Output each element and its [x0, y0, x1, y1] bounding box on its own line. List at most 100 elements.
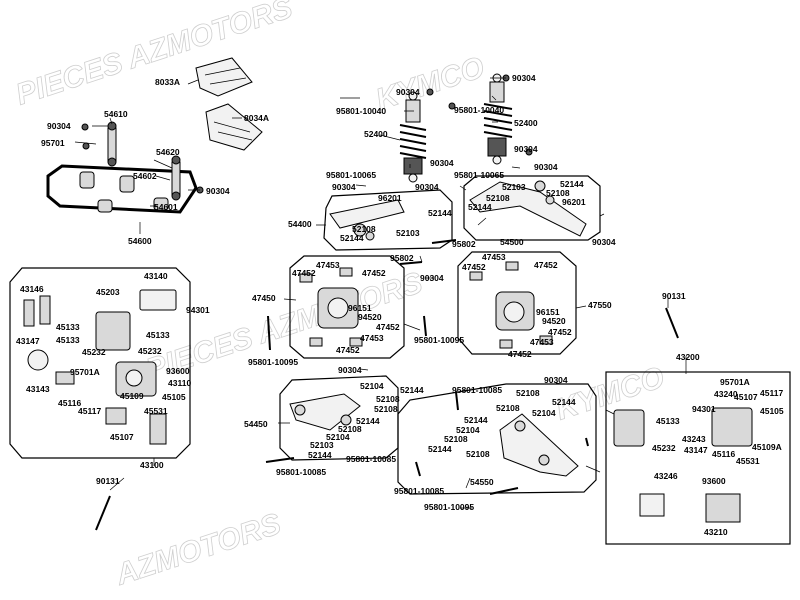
label-52108: 52108 — [516, 388, 540, 398]
label-43243: 43243 — [682, 434, 706, 444]
bolt-icon — [81, 123, 89, 131]
label-47452: 47452 — [508, 349, 532, 359]
shock-absorber-right — [483, 73, 513, 165]
label-94301: 94301 — [186, 305, 210, 315]
stabilizer-bar — [46, 164, 198, 214]
label-52104: 52104 — [456, 425, 480, 435]
label-52108: 52108 — [466, 449, 490, 459]
label-52108: 52108 — [376, 394, 400, 404]
lower-arm-box-right — [397, 383, 597, 495]
link-54610 — [107, 121, 117, 167]
label-52108: 52108 — [546, 188, 570, 198]
watermark: PIECES AZMOTORS — [12, 0, 296, 112]
label-54600: 54600 — [128, 236, 152, 246]
label-54450: 54450 — [244, 419, 268, 429]
bolt-icon — [426, 88, 434, 96]
label-54620: 54620 — [156, 147, 180, 157]
label-47453: 47453 — [530, 337, 554, 347]
label-43210: 43210 — [704, 527, 728, 537]
label-45232: 45232 — [652, 443, 676, 453]
label-90304: 90304 — [415, 182, 439, 192]
caliper-box-right — [605, 371, 791, 545]
label-90304: 90304 — [534, 162, 558, 172]
label-47453: 47453 — [316, 260, 340, 270]
label-52144: 52144 — [560, 179, 584, 189]
label-90131: 90131 — [662, 291, 686, 301]
label-47550: 47550 — [588, 300, 612, 310]
label-96151: 96151 — [348, 303, 372, 313]
label-45109: 45109 — [120, 391, 144, 401]
label-45203: 45203 — [96, 287, 120, 297]
label-95801-10085: 95801-10085 — [452, 385, 502, 395]
label-45531: 45531 — [736, 456, 760, 466]
bolt-rod — [399, 261, 423, 265]
label-8033a: 8033A — [155, 77, 180, 87]
label-90304: 90304 — [592, 237, 616, 247]
label-47450: 47450 — [252, 293, 276, 303]
bolt-rod — [265, 457, 295, 463]
lower-arm-left — [289, 393, 361, 431]
label-95801-10065: 95801-10065 — [454, 170, 504, 180]
label-52144: 52144 — [468, 202, 492, 212]
label-95801-10040: 95801-10040 — [454, 105, 504, 115]
knuckle-right — [469, 261, 553, 349]
label-45531: 45531 — [144, 406, 168, 416]
bolt-rod — [431, 239, 457, 244]
label-45117: 45117 — [760, 388, 783, 398]
label-52108: 52108 — [496, 403, 520, 413]
label-43240: 43240 — [714, 389, 738, 399]
label-95801-10095: 95801-10095 — [424, 502, 474, 512]
label-45133: 45133 — [56, 322, 80, 332]
label-52400: 52400 — [514, 118, 538, 128]
label-95701: 95701 — [41, 138, 65, 148]
label-95801-10085: 95801-10085 — [394, 486, 444, 496]
link-54620 — [171, 155, 181, 201]
bolt-rod — [415, 461, 421, 477]
label-54610: 54610 — [104, 109, 128, 119]
label-52108: 52108 — [338, 424, 362, 434]
label-47452: 47452 — [548, 327, 572, 337]
label-52104: 52104 — [360, 381, 384, 391]
label-93600: 93600 — [166, 366, 190, 376]
label-52104: 52104 — [532, 408, 556, 418]
label-52144: 52144 — [308, 450, 332, 460]
label-95801-10085: 95801-10085 — [276, 467, 326, 477]
bolt-icon — [448, 102, 456, 110]
label-43146: 43146 — [20, 284, 44, 294]
label-43147: 43147 — [16, 336, 40, 346]
label-45232: 45232 — [82, 347, 106, 357]
label-47452: 47452 — [534, 260, 558, 270]
watermark: AZMOTORS — [111, 507, 285, 592]
label-52144: 52144 — [428, 444, 452, 454]
label-43110: 43110 — [168, 378, 191, 388]
label-54550: 54550 — [470, 477, 494, 487]
label-90304: 90304 — [420, 273, 444, 283]
label-95801-10040: 95801-10040 — [336, 106, 386, 116]
label-45133: 45133 — [656, 416, 680, 426]
label-52144: 52144 — [552, 397, 576, 407]
label-96151: 96151 — [536, 307, 560, 317]
upper-arm-box-right — [463, 175, 601, 241]
label-95802: 95802 — [452, 239, 476, 249]
label-90304: 90304 — [338, 365, 362, 375]
label-52144: 52144 — [340, 233, 364, 243]
label-54400: 54400 — [288, 219, 312, 229]
bolt-icon — [82, 142, 90, 150]
label-52144: 52144 — [428, 208, 452, 218]
label-45133: 45133 — [146, 330, 170, 340]
label-95701a: 95701A — [720, 377, 750, 387]
label-47452: 47452 — [362, 268, 386, 278]
label-45117: 45117 — [78, 406, 101, 416]
label-94301: 94301 — [692, 404, 716, 414]
bleed-screw — [665, 307, 679, 339]
bolt-rod — [489, 487, 519, 495]
label-45107: 45107 — [734, 392, 758, 402]
label-90304: 90304 — [47, 121, 71, 131]
label-52400: 52400 — [364, 129, 388, 139]
label-90131: 90131 — [96, 476, 120, 486]
label-54601: 54601 — [154, 202, 178, 212]
knuckle-box-left — [289, 255, 405, 359]
label-90304: 90304 — [332, 182, 356, 192]
